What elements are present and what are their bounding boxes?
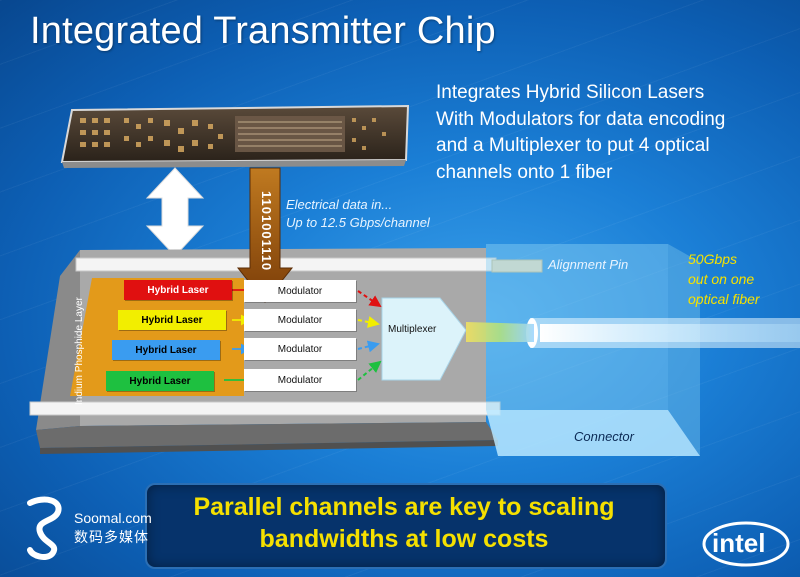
- inp-layer: [70, 278, 244, 396]
- output-line: 50Gbps: [688, 251, 738, 267]
- alignment-pin-label: Alignment Pin: [548, 257, 629, 272]
- hybrid-laser-blue: Hybrid Laser: [112, 340, 220, 360]
- output-beam: [466, 322, 534, 342]
- callout-line: Parallel channels are key to scaling: [193, 493, 615, 521]
- description-line: Integrates Hybrid Silicon Lasers: [436, 82, 705, 103]
- electrical-line: Electrical data in...: [286, 197, 393, 212]
- description-line: and a Multiplexer to put 4 optical: [436, 135, 710, 156]
- inp-layer-label: Indium Phosphide Layer: [74, 297, 85, 405]
- output-label: 50Gbps out on one optical fiber: [688, 249, 760, 309]
- chip-die-photo: [60, 104, 410, 168]
- bit-stream: 1101001110: [259, 190, 274, 272]
- description: Integrates Hybrid Silicon Lasers With Mo…: [436, 80, 796, 186]
- modulator-arrows: [357, 290, 382, 381]
- modulator-2: Modulator: [244, 309, 356, 331]
- modulator-3: Modulator: [244, 338, 356, 360]
- electrical-data-label: Electrical data in... Up to 12.5 Gbps/ch…: [286, 196, 430, 232]
- hybrid-laser-green: Hybrid Laser: [106, 371, 214, 391]
- callout-box: [145, 483, 667, 569]
- double-arrow-icon: [145, 167, 205, 257]
- watermark-cn: 数码多媒体: [74, 529, 149, 545]
- optical-fiber: [526, 318, 800, 348]
- description-line: With Modulators for data encoding: [436, 108, 726, 130]
- alignment-pins: [29, 257, 543, 416]
- hybrid-laser-red: Hybrid Laser: [124, 280, 232, 300]
- modulator-1: Modulator: [244, 280, 356, 302]
- output-line: optical fiber: [688, 291, 760, 307]
- multiplexer-block: [381, 297, 467, 381]
- connector-block: [486, 244, 700, 456]
- description-line: channels onto 1 fiber: [436, 161, 613, 183]
- modulator-4: Modulator: [244, 369, 356, 391]
- slide-title: Integrated Transmitter Chip: [30, 10, 496, 52]
- connector-label: Connector: [574, 429, 634, 444]
- intel-logo-ring: [702, 521, 790, 567]
- electrical-line: Up to 12.5 Gbps/channel: [286, 215, 430, 230]
- watermark-site: Soomal.com: [74, 510, 152, 526]
- output-line: out on one: [688, 271, 755, 287]
- multiplexer-label: Multiplexer: [388, 324, 437, 335]
- callout-text: Parallel channels are key to scaling ban…: [145, 491, 663, 555]
- soomal-logo-icon: [27, 496, 62, 560]
- callout-line: bandwidths at low costs: [259, 525, 549, 553]
- intel-logo-text: intel: [712, 528, 766, 558]
- hybrid-laser-yellow: Hybrid Laser: [118, 310, 226, 330]
